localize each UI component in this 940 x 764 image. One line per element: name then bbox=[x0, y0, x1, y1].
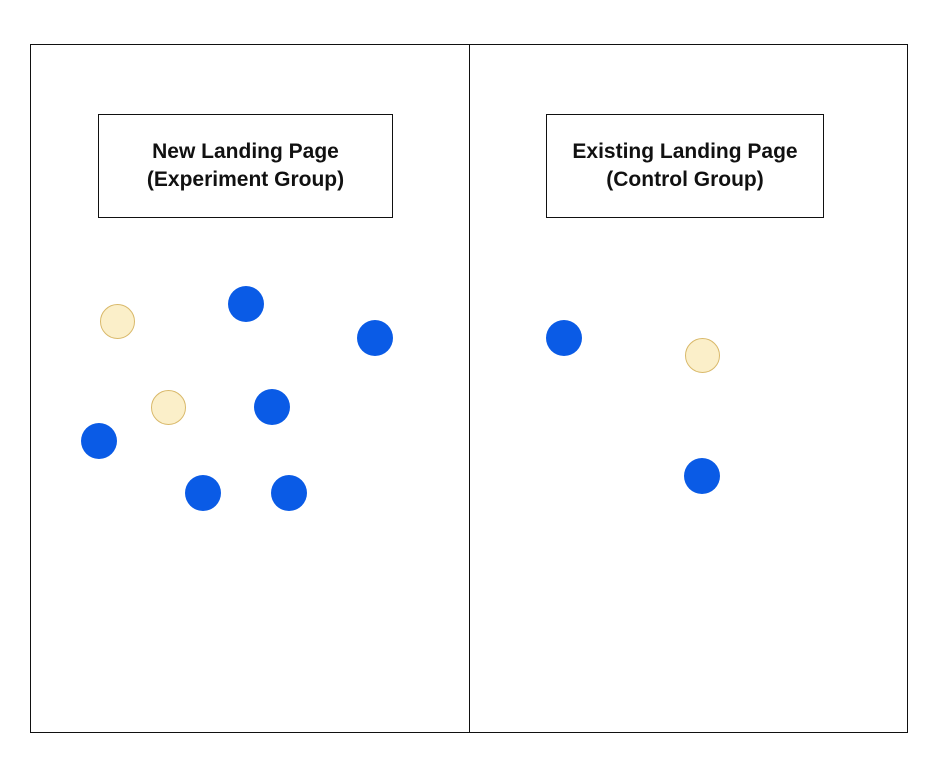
blue-dot bbox=[254, 389, 290, 425]
blue-dot bbox=[546, 320, 582, 356]
experiment-group-label-box: New Landing Page (Experiment Group) bbox=[98, 114, 393, 218]
experiment-group-title: New Landing Page bbox=[152, 140, 339, 163]
cream-dot bbox=[99, 303, 135, 339]
blue-dot bbox=[684, 458, 720, 494]
control-group-subtitle: (Control Group) bbox=[606, 168, 764, 191]
control-group-panel: Existing Landing Page (Control Group) bbox=[470, 45, 909, 732]
experiment-group-subtitle: (Experiment Group) bbox=[146, 168, 345, 191]
cream-dot bbox=[150, 389, 186, 425]
experiment-group-panel: New Landing Page (Experiment Group) bbox=[31, 45, 470, 732]
blue-dot bbox=[228, 286, 264, 322]
ab-test-diagram: New Landing Page (Experiment Group) Exis… bbox=[30, 44, 908, 733]
control-group-title: Existing Landing Page bbox=[572, 140, 798, 163]
blue-dot bbox=[357, 320, 393, 356]
blue-dot bbox=[81, 423, 117, 459]
cream-dot bbox=[684, 337, 720, 373]
blue-dot bbox=[185, 475, 221, 511]
control-group-label-box: Existing Landing Page (Control Group) bbox=[546, 114, 824, 218]
blue-dot bbox=[271, 475, 307, 511]
